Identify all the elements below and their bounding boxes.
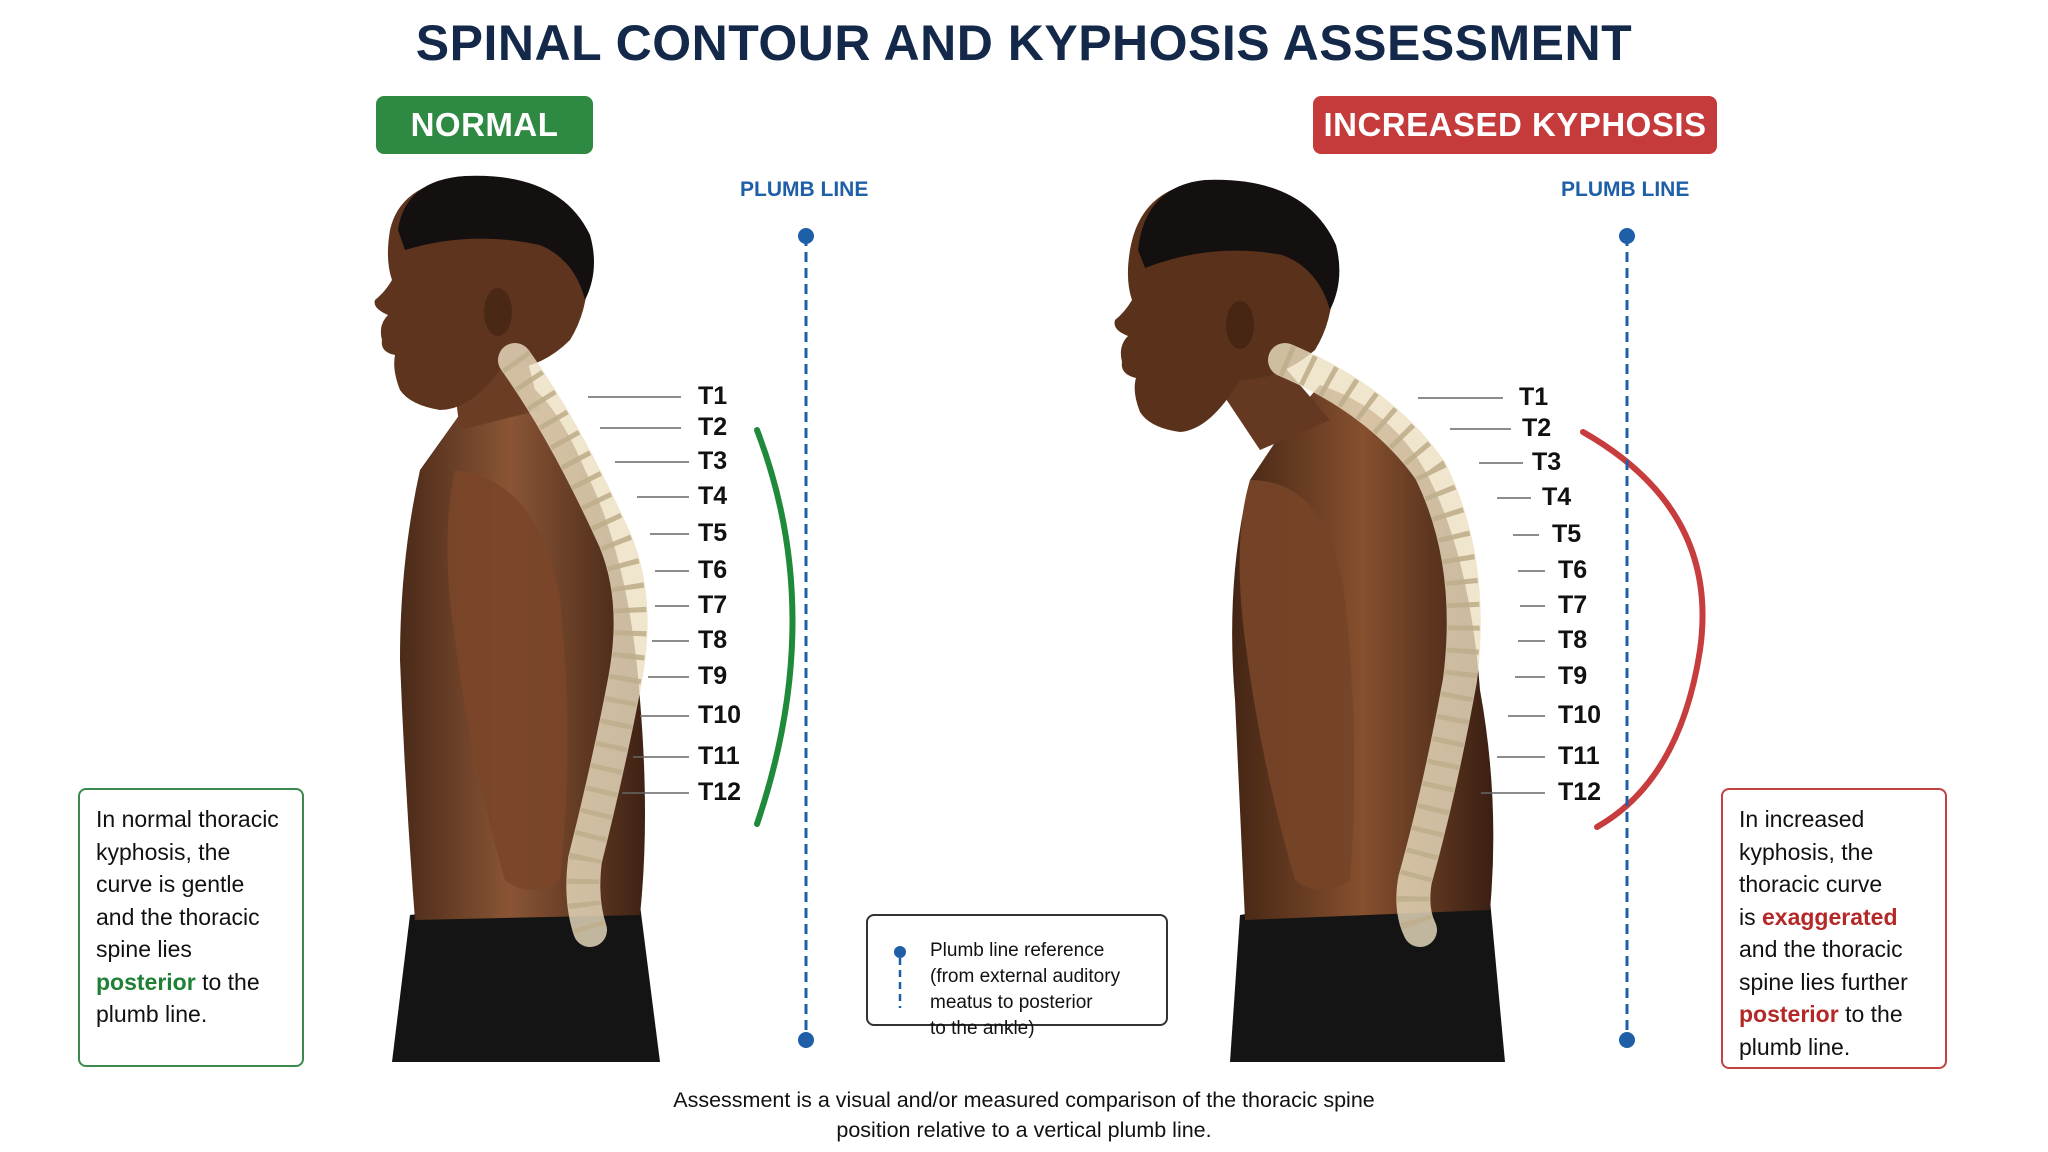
- kyphosis-vertebra-label: T12: [1558, 778, 1602, 806]
- note-text: spine lies: [96, 936, 192, 962]
- normal-figure: [374, 175, 660, 1062]
- kyphosis-vertebra-label: T1: [1519, 383, 1549, 411]
- note-text: to the: [195, 968, 260, 995]
- kyphosis-vertebra-label: T5: [1552, 520, 1582, 548]
- normal-plumb-line: [798, 228, 814, 1048]
- normal-plumb-line-label: PLUMB LINE: [740, 178, 869, 201]
- note-text: is: [1739, 903, 1762, 930]
- legend-line: Plumb line reference: [930, 940, 1105, 961]
- kyphosis-vertebra-label: T3: [1532, 448, 1562, 476]
- note-text: posterior to the: [1739, 998, 1929, 1031]
- kyphosis-explanation-box: In increased kyphosis, the thoracic curv…: [1721, 788, 1947, 1069]
- note-text: kyphosis, the: [1739, 838, 1874, 865]
- note-text: to the: [1838, 1001, 1903, 1027]
- normal-explanation-box: In normal thoracic kyphosis, the curve i…: [78, 788, 304, 1067]
- kyphosis-arm: [1239, 480, 1354, 890]
- normal-vertebra-label: T1: [698, 382, 728, 410]
- kyphosis-vertebra-label: T4: [1542, 483, 1572, 511]
- normal-vertebra-label: T5: [698, 519, 728, 547]
- plumb-line-legend-text: Plumb line reference (from external audi…: [930, 938, 1120, 1042]
- normal-arm: [447, 470, 568, 890]
- kyphosis-badge: INCREASED KYPHOSIS: [1313, 96, 1717, 154]
- kyphosis-vertebra-label: T8: [1558, 626, 1588, 654]
- normal-badge: NORMAL: [376, 96, 593, 154]
- normal-shorts: [392, 903, 660, 1062]
- normal-vertebra-label: T9: [698, 662, 728, 690]
- normal-spine: [498, 343, 648, 947]
- posterior-emphasis: posterior: [1739, 1001, 1839, 1027]
- normal-curve-arc: [754, 427, 796, 827]
- kyphosis-vertebra-leaders: [1418, 397, 1545, 794]
- kyphosis-curve-arc: [1580, 429, 1706, 830]
- note-text: and the thoracic: [1739, 936, 1903, 962]
- legend-line: to the ankle): [930, 1018, 1035, 1039]
- posterior-emphasis: posterior: [96, 968, 196, 995]
- note-text: plumb line.: [1739, 1033, 1851, 1060]
- note-text: and the thoracic: [96, 903, 260, 930]
- normal-vertebra-label: T12: [698, 778, 742, 806]
- note-text: kyphosis, the: [96, 838, 231, 865]
- normal-vertebra-label: T6: [698, 556, 728, 584]
- plumb-line-legend: Plumb line reference (from external audi…: [866, 914, 1168, 1039]
- normal-vertebra-label: T10: [698, 701, 742, 729]
- kyphosis-vertebra-label: T10: [1558, 701, 1602, 729]
- kyphosis-plumb-line: [1619, 228, 1635, 1048]
- note-text: spine lies further: [1739, 968, 1908, 995]
- exaggerated-emphasis: exaggerated: [1762, 903, 1898, 930]
- note-text: curve is gentle: [96, 871, 245, 897]
- note-text: is exaggerated: [1739, 901, 1929, 934]
- normal-vertebra-label: T8: [698, 626, 728, 654]
- normal-vertebra-leaders: [588, 396, 689, 794]
- kyphosis-vertebra-label: T6: [1558, 556, 1588, 584]
- kyphosis-shorts: [1230, 899, 1505, 1062]
- normal-vertebra-label: T7: [698, 591, 728, 619]
- note-text: thoracic curve: [1739, 871, 1883, 897]
- normal-vertebra-label: T4: [698, 482, 728, 510]
- kyphosis-vertebra-label: T9: [1558, 662, 1588, 690]
- kyphosis-plumb-line-label: PLUMB LINE: [1561, 178, 1690, 201]
- note-text: In increased: [1739, 806, 1865, 832]
- normal-vertebra-label: T2: [698, 413, 728, 441]
- kyphosis-figure: [1114, 179, 1505, 1062]
- kyphosis-vertebra-label: T11: [1558, 742, 1600, 770]
- page-title: SPINAL CONTOUR AND KYPHOSIS ASSESSMENT: [415, 15, 1633, 71]
- normal-vertebra-label: T3: [698, 447, 728, 475]
- note-text: plumb line.: [96, 1001, 208, 1027]
- footer-caption: Assessment is a visual and/or measured c…: [0, 1085, 2048, 1145]
- kyphosis-vertebra-label: T2: [1522, 414, 1552, 442]
- legend-line: meatus to posterior: [930, 992, 1093, 1013]
- footer-line: Assessment is a visual and/or measured c…: [673, 1088, 1375, 1112]
- normal-vertebra-label: T11: [698, 742, 740, 770]
- kyphosis-vertebra-label: T7: [1558, 591, 1588, 619]
- note-text: In normal thoracic: [96, 806, 279, 832]
- normal-head: [374, 175, 594, 410]
- footer-line: position relative to a vertical plumb li…: [836, 1118, 1212, 1142]
- note-text: posterior to the: [96, 966, 286, 999]
- legend-line: (from external auditory: [930, 966, 1121, 987]
- plumb-line-legend-icon: [894, 946, 906, 1008]
